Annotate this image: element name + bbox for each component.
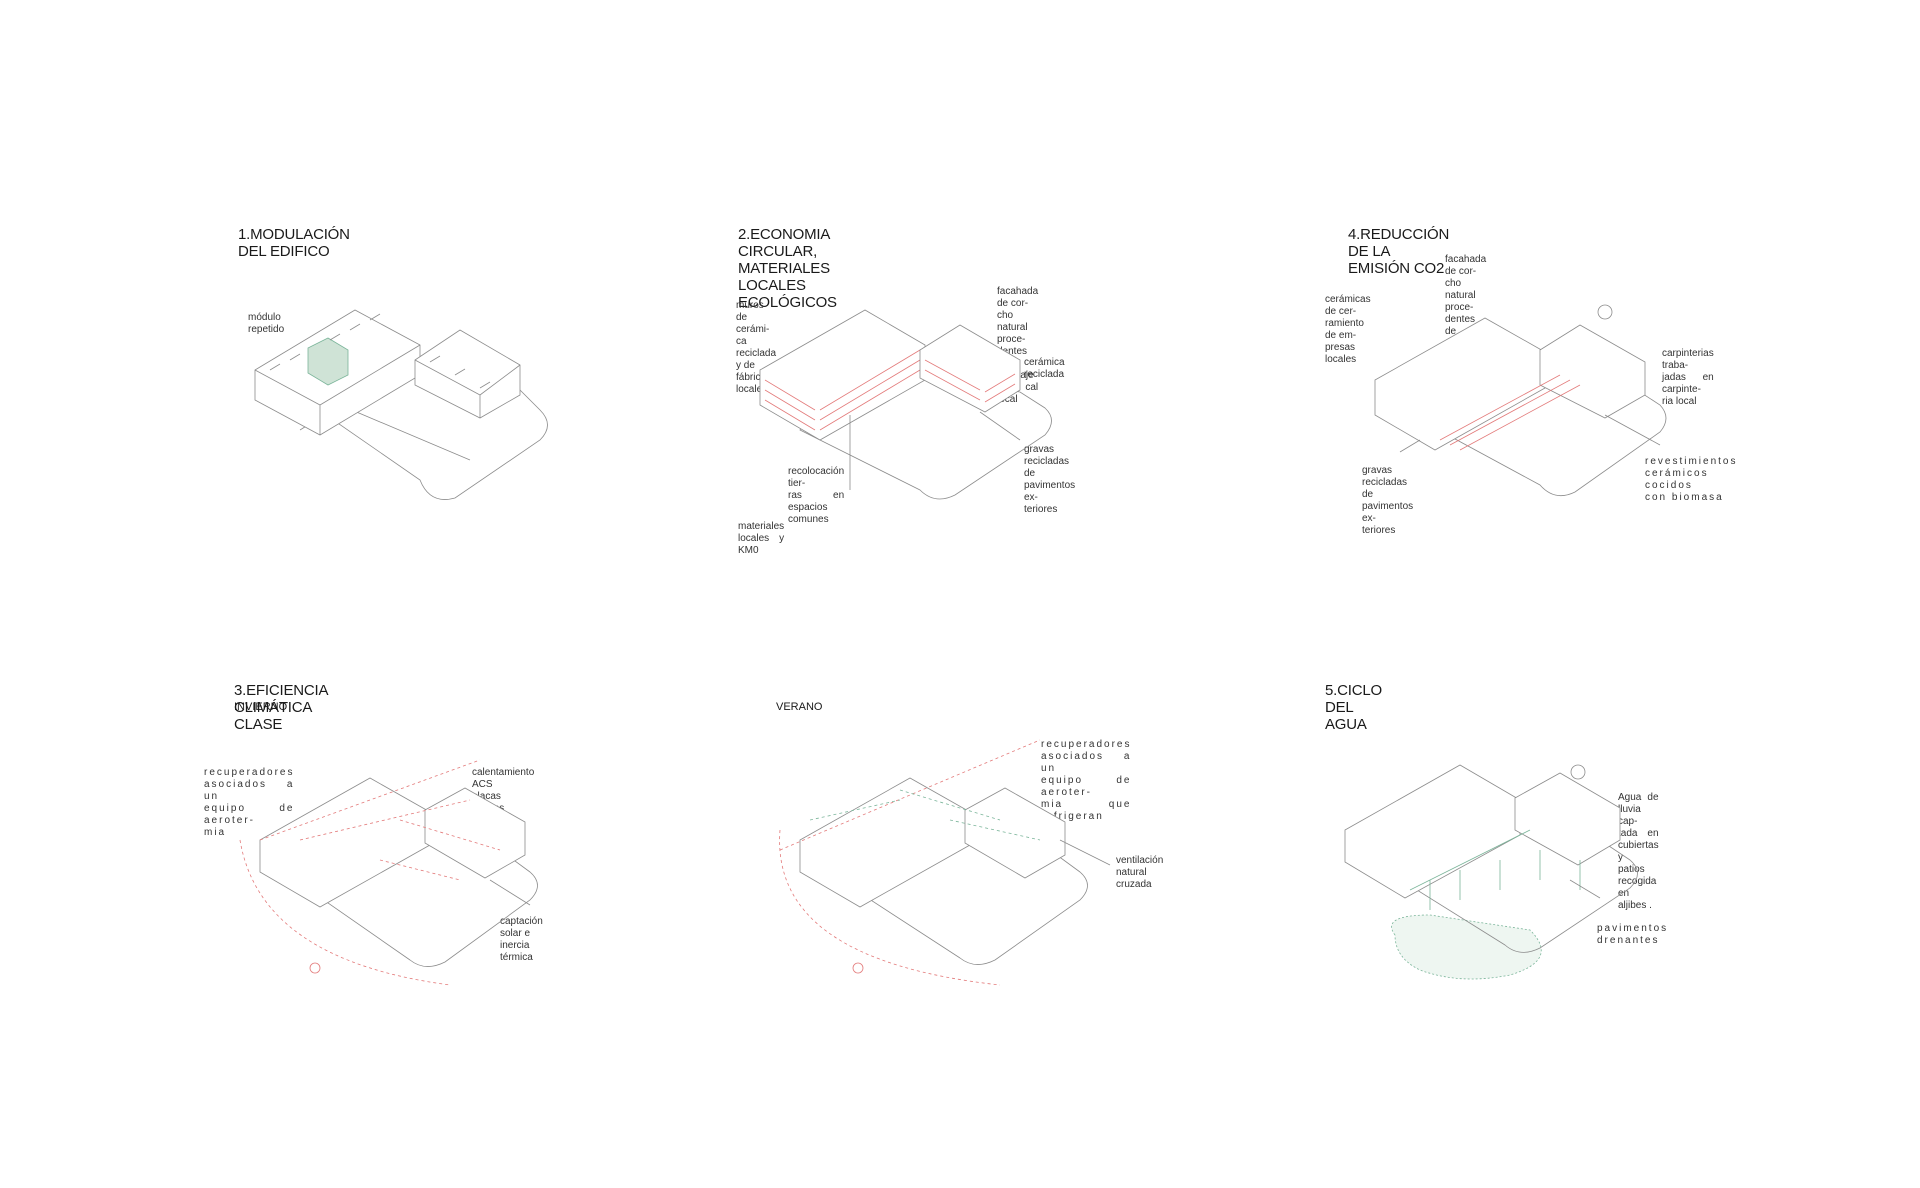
label-agua-lluvia: Agua de lluvia cap- tada en cubiertas y … [1618,792,1659,911]
label-ventilacion: ventilación natural cruzada [1116,855,1164,890]
label-gravas: gravas recicladas de pavimentos ex- teri… [1362,465,1414,536]
panel-title: 1.MODULACIÓN DEL EDIFICO [238,226,350,260]
label-pavimentos: pavimentos drenantes [1597,923,1669,946]
label-muros: muros de cerámi- ca reciclada y de fábri… [736,300,777,395]
label-ceramicas: cerámicas de cer- ramiento de em- presas… [1325,294,1371,365]
label-carpinterias: carpinterias traba- jadas en carpinte- r… [1662,348,1714,407]
label-ceramica-reciclada: cerámica reciclada [1024,357,1065,380]
label-captacion: captación solar e inercia térmica [500,916,543,963]
label-recuperadores: recuperadores asociados a un equipo de a… [1041,739,1132,822]
panel-subtitle: INVIERNO [234,701,288,713]
sun-icon [852,962,864,974]
module-highlight [307,337,349,386]
label-gravas: gravas recicladas de pavimentos ex- teri… [1024,444,1076,515]
aljibe-area [1391,914,1542,980]
recycle-icon [1570,764,1586,780]
panel-title: 5.CICLO DEL AGUA [1325,682,1382,733]
label-revestimientos: revestimientos cerámicos cocidos con bio… [1645,456,1738,503]
recycle-icon [1597,304,1613,320]
panel-title: 2.ECONOMIA CIRCULAR, MATERIALES LOCALES … [738,226,837,311]
panel-title: 3.EFICIENCIA CLIMÁTICA CLASE [234,682,328,733]
label-modulo-repetido: módulo repetido [248,312,285,335]
label-recolocacion: recolocación tier- ras en espacios comun… [788,466,845,525]
panel-subtitle: VERANO [776,701,823,713]
sun-icon [309,962,321,974]
label-recuperadores: recuperadores asociados a un equipo de a… [204,767,295,838]
panel-title: 4.REDUCCIÓN DE LA EMISIÓN CO2 [1348,226,1450,277]
label-km0: materiales locales y KM0 [738,521,785,556]
